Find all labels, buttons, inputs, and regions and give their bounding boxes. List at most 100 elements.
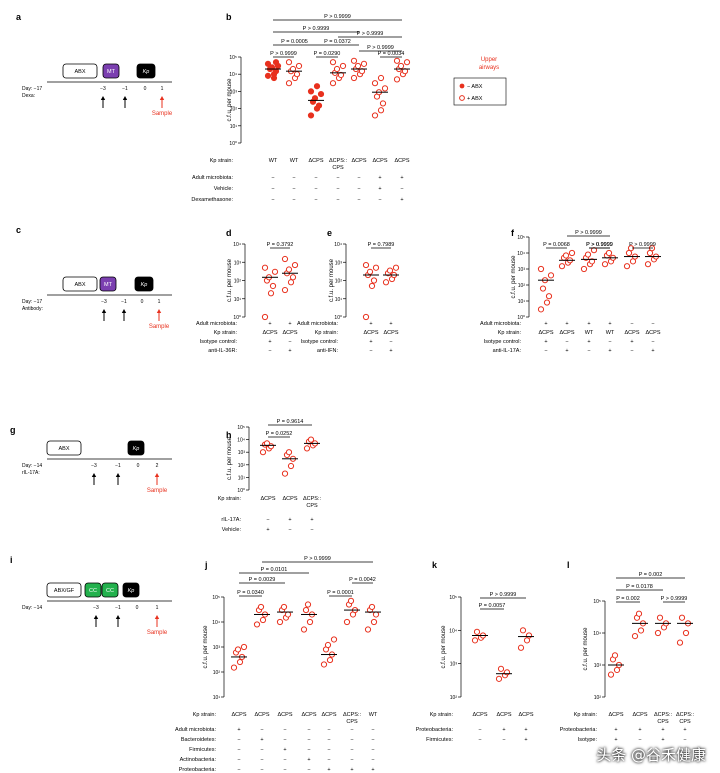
strain-label: ΔCPS::	[343, 712, 362, 718]
strain-label: ΔCPS	[395, 158, 410, 164]
condition-value: +	[683, 727, 686, 733]
strain-label: ΔCPS	[322, 712, 337, 718]
condition-row-label: Isotype control:	[484, 339, 522, 345]
condition-value: +	[369, 339, 372, 345]
data-point	[473, 628, 481, 635]
condition-value: +	[268, 339, 271, 345]
p-value-label: P > 0.9999	[303, 26, 330, 32]
data-point	[264, 60, 272, 67]
strain-label: ΔCPS	[232, 712, 247, 718]
condition-value: −	[369, 348, 372, 354]
condition-value: −	[237, 737, 240, 743]
strain-label: ΔCPS	[519, 712, 534, 718]
data-point	[386, 267, 394, 274]
timeline-box	[46, 440, 82, 456]
condition-value: +	[371, 767, 374, 773]
data-point	[287, 462, 295, 470]
data-point	[368, 282, 376, 290]
condition-row-label: Adult microbiota:	[175, 727, 216, 733]
y-tick-label: 10³	[518, 267, 526, 273]
condition-value: −	[237, 747, 240, 753]
data-point	[601, 261, 609, 268]
data-point	[366, 268, 374, 275]
data-point	[382, 279, 390, 286]
strain-label: CPS	[657, 719, 669, 725]
y-tick-label: 10³	[335, 260, 343, 266]
data-point	[236, 658, 244, 666]
legend-title: airways	[479, 65, 499, 71]
timeline-box-label: ABX	[74, 282, 85, 288]
condition-value: −	[336, 186, 339, 192]
p-value-label: P = 0.0005	[281, 39, 308, 45]
condition-value: −	[314, 186, 317, 192]
condition-value: −	[288, 527, 291, 533]
condition-value: +	[565, 348, 568, 354]
y-tick-label: 10¹	[238, 475, 246, 481]
y-tick-label: 10⁴	[334, 242, 342, 248]
data-point	[303, 445, 311, 452]
treatment-arrow-head	[93, 615, 99, 619]
condition-row-label: Proteobacteria:	[416, 727, 454, 733]
data-point	[368, 603, 376, 611]
y-tick-label: 10³	[238, 450, 246, 456]
strain-label: ΔCPS	[309, 158, 324, 164]
data-point	[291, 261, 299, 269]
y-tick-label: 10⁵	[212, 595, 220, 601]
condition-value: −	[350, 727, 353, 733]
condition-value: −	[378, 197, 381, 203]
data-point	[525, 632, 533, 639]
data-point	[379, 100, 387, 107]
strain-row-label: Kp strain:	[574, 712, 598, 718]
p-value-label: P = 0.002	[616, 596, 640, 602]
condition-value: −	[314, 197, 317, 203]
timeline-day-label: 0	[137, 463, 140, 469]
condition-row-label: Firmicutes:	[426, 737, 453, 743]
p-value-label: P = 0.3792	[267, 242, 294, 248]
condition-value: −	[502, 737, 505, 743]
data-point	[350, 57, 358, 64]
condition-row-label: anti-IFN:	[317, 348, 339, 354]
data-point	[631, 633, 639, 640]
data-point	[547, 272, 555, 279]
data-point	[329, 59, 337, 66]
data-point	[623, 263, 631, 270]
treatment-arrow-head	[115, 473, 121, 477]
timeline-day-label: Day: −14	[22, 605, 42, 611]
p-value-label: P = 0.0101	[261, 567, 288, 573]
y-tick-label: 10¹	[230, 124, 238, 130]
strain-label: ΔCPS::	[654, 712, 673, 718]
data-point	[234, 646, 242, 653]
data-point	[607, 671, 615, 678]
data-point	[295, 62, 303, 70]
strain-label: ΔCPS	[261, 496, 276, 502]
data-point	[558, 263, 566, 270]
condition-value: −	[327, 737, 330, 743]
condition-value: −	[307, 737, 310, 743]
legend-item: + ABX	[467, 96, 483, 102]
data-point	[267, 290, 275, 297]
condition-value: +	[608, 348, 611, 354]
data-point	[269, 282, 277, 290]
data-point	[293, 71, 301, 78]
timeline-day-label: 0	[136, 605, 139, 611]
timeline-box-label: ABX	[74, 69, 85, 75]
condition-value: +	[307, 757, 310, 763]
data-point	[230, 664, 238, 671]
y-tick-label: 10⁴	[233, 242, 241, 248]
y-tick-label: 10⁰	[237, 488, 245, 494]
condition-value: −	[292, 186, 295, 192]
data-point	[347, 597, 355, 604]
condition-row-label: anti-IL-36R:	[208, 348, 237, 354]
data-point	[285, 266, 293, 273]
data-point	[543, 299, 551, 306]
y-tick-label: 10²	[213, 670, 221, 676]
data-point	[537, 306, 545, 313]
condition-value: −	[478, 737, 481, 743]
data-point	[285, 449, 293, 456]
strain-row-label: Kp strain:	[218, 496, 242, 502]
condition-value: +	[544, 339, 547, 345]
condition-value: +	[661, 737, 664, 743]
timeline-day-label: −1	[115, 605, 121, 611]
y-tick-label: 10³	[230, 89, 238, 95]
y-tick-label: 10²	[335, 279, 343, 285]
